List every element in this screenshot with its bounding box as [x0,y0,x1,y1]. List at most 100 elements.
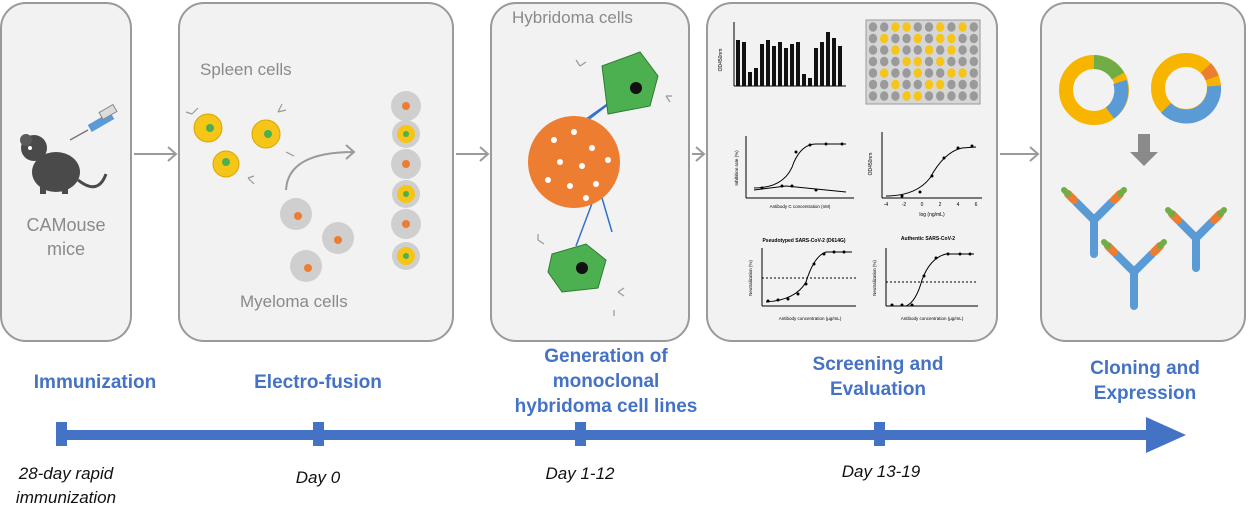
well [902,79,911,90]
day-label-immunization: 28-day rapid immunization [15,464,117,507]
well [880,79,889,90]
well [880,56,889,67]
well [947,79,956,90]
well [958,45,967,55]
flow-arrow-2 [456,146,490,162]
stage-electro-fusion: Electro-fusion [254,372,382,393]
syringe-icon [69,103,118,141]
well [947,33,956,44]
fusion-illustration [185,91,421,282]
well [868,22,878,32]
timeline-tick-0 [56,422,67,446]
od-bar-chart: OD450nm [718,22,846,87]
well [913,22,922,32]
well [969,91,978,101]
mouse-illustration [20,103,118,194]
inhibition-curve-chart: Antibody C concentration (nM) Inhibition… [734,136,854,209]
well [924,68,934,78]
well [969,45,978,55]
stage-immunization: Immunization [33,372,157,393]
well [880,22,889,32]
curve2-xtick-0: -4 [884,202,889,208]
well [958,91,967,101]
well [924,22,934,32]
well [902,56,911,67]
well [936,33,945,44]
well [902,68,911,78]
hybridoma-cells-label: Hybridoma cells [512,8,633,27]
antibody-icons [1061,187,1227,310]
mouse-icon [20,134,108,194]
well [947,45,956,55]
neut2-ylabel: Neutralization (%) [872,260,877,296]
well [969,22,978,32]
well [924,45,934,55]
well [947,56,956,67]
well [913,45,922,55]
curve2-xtick-4: 4 [957,202,960,208]
well [891,56,900,67]
stage-generation-hybridoma: Generation of monoclonal hybridoma cell … [514,346,698,417]
well [924,56,934,67]
od-bars [736,32,842,86]
well [958,79,967,90]
pseudotyped-neutralization-chart: Pseudotyped SARS-CoV-2 (D614G) Antibody … [748,238,856,321]
well [969,33,978,44]
screening-illustration: OD450nm Antibody C concentration (nM) In… [718,19,982,321]
well [958,33,967,44]
hybridoma-illustration [528,51,672,316]
curve2-xtick-5: 6 [975,202,978,208]
well [924,33,934,44]
well [891,33,900,44]
day-label-0: Day 0 [295,468,341,487]
timeline-arrowhead [1146,417,1186,453]
flow-arrow-1 [134,146,178,162]
neut2-title: Authentic SARS-CoV-2 [901,236,955,242]
well [958,22,967,32]
curve2-xtick-1: -2 [902,202,907,208]
flow-arrow-4 [1000,146,1040,162]
well [936,68,945,78]
well [936,91,945,101]
well [947,22,956,32]
well [891,79,900,90]
timeline-tick-3 [874,422,885,446]
well [913,56,922,67]
well [913,91,922,101]
well [902,33,911,44]
well [868,79,878,90]
timeline-bar [60,430,1150,440]
well [913,79,922,90]
well [880,33,889,44]
curve2-xtick-2: 0 [921,202,924,208]
well [947,91,956,101]
spleen-cells-label: Spleen cells [200,60,292,79]
well [868,33,878,44]
down-arrow-icon [1130,134,1158,166]
well [958,68,967,78]
mouse-label: CAMouse mice [26,215,106,259]
timeline-tick-1 [313,422,324,446]
well [936,79,945,90]
cloning-illustration [1059,53,1227,310]
neut1-ylabel: Neutralization (%) [748,260,753,296]
stage-cloning-expression: Cloning and Expression [1090,358,1200,404]
spleen-cells [193,113,281,178]
curve2-xtick-3: 2 [939,202,942,208]
bar-ylabel: OD450nm [718,49,724,72]
neut2-xlabel: Antibody concentration (μg/mL) [901,316,964,321]
well [913,68,922,78]
well [868,68,878,78]
well [924,91,934,101]
well [880,91,889,101]
day-label-13-19: Day 13-19 [841,462,921,481]
well [891,22,900,32]
curve1-xlabel: Antibody C concentration (nM) [770,204,831,209]
well [891,68,900,78]
authentic-neutralization-chart: Authentic SARS-CoV-2 Antibody concentrat… [872,236,978,321]
myeloma-cells [280,198,354,282]
timeline-tick-2 [575,422,586,446]
neut1-xlabel: Antibody concentration (μg/mL) [779,316,842,321]
